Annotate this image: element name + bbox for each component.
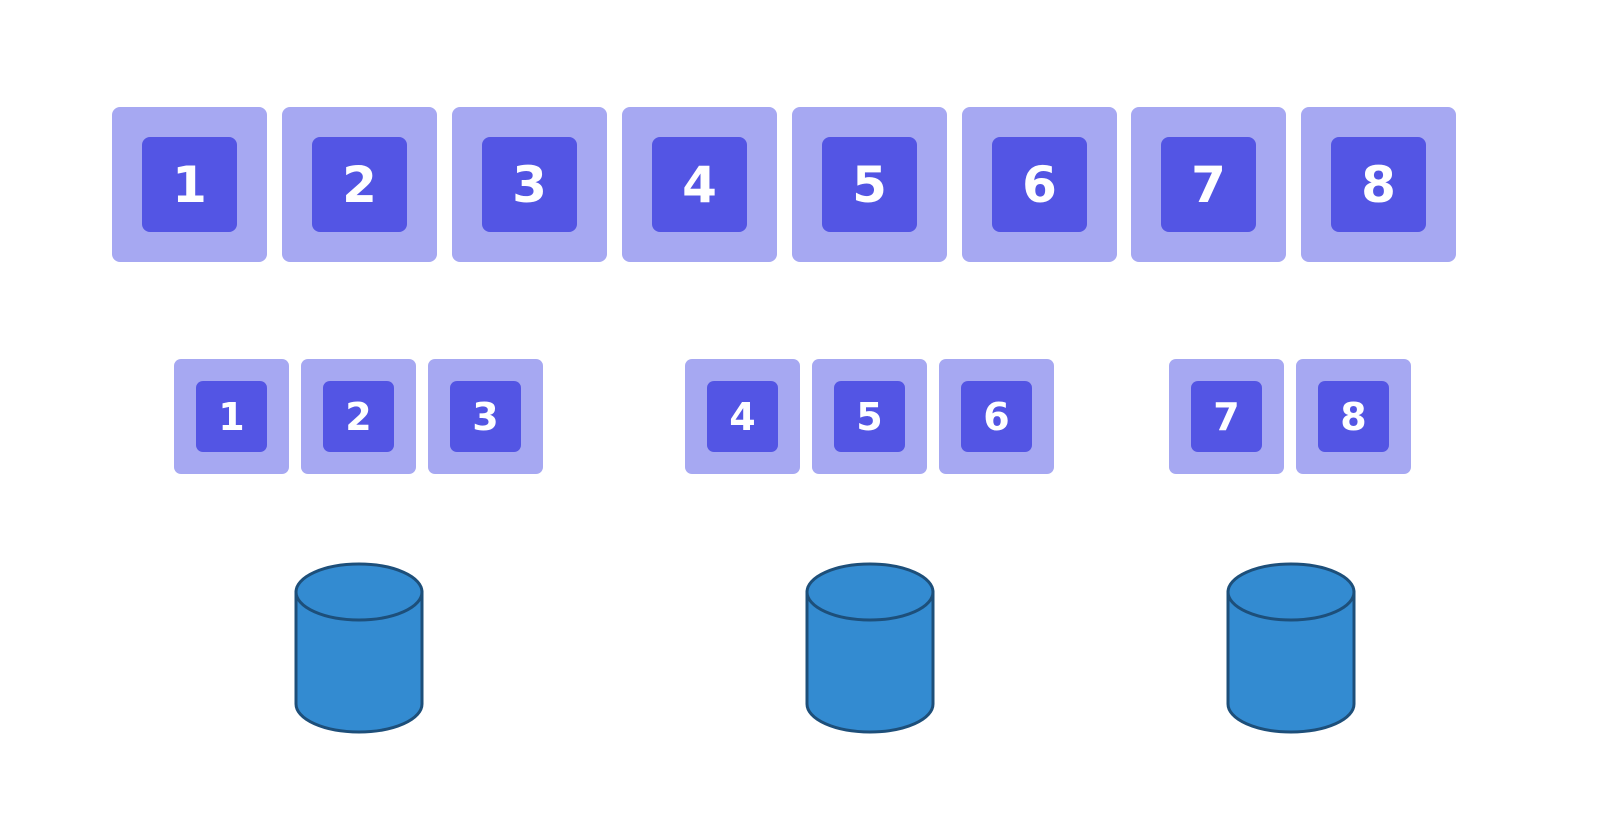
top-tile-8: 8 bbox=[1301, 107, 1456, 262]
top-tile-label: 6 bbox=[992, 137, 1087, 232]
database-icon bbox=[1226, 562, 1356, 734]
database-icon bbox=[805, 562, 935, 734]
partition-3-tile-1: 7 bbox=[1169, 359, 1284, 474]
partition-1-tile-3: 3 bbox=[428, 359, 543, 474]
partition-tile-label: 2 bbox=[323, 381, 394, 452]
partition-tile-label: 4 bbox=[707, 381, 778, 452]
partition-1-tile-1: 1 bbox=[174, 359, 289, 474]
database-icon bbox=[294, 562, 424, 734]
partition-tile-label: 5 bbox=[834, 381, 905, 452]
top-tile-7: 7 bbox=[1131, 107, 1286, 262]
partition-1-tile-2: 2 bbox=[301, 359, 416, 474]
top-tile-label: 5 bbox=[822, 137, 917, 232]
top-tile-label: 4 bbox=[652, 137, 747, 232]
partition-2-tile-1: 4 bbox=[685, 359, 800, 474]
partition-tile-label: 8 bbox=[1318, 381, 1389, 452]
top-tile-label: 3 bbox=[482, 137, 577, 232]
partition-tile-label: 6 bbox=[961, 381, 1032, 452]
top-tile-2: 2 bbox=[282, 107, 437, 262]
top-tile-4: 4 bbox=[622, 107, 777, 262]
partition-tile-label: 3 bbox=[450, 381, 521, 452]
top-tile-3: 3 bbox=[452, 107, 607, 262]
partition-2-tile-2: 5 bbox=[812, 359, 927, 474]
top-tile-label: 8 bbox=[1331, 137, 1426, 232]
partition-tile-label: 1 bbox=[196, 381, 267, 452]
partition-tile-label: 7 bbox=[1191, 381, 1262, 452]
partition-2-tile-3: 6 bbox=[939, 359, 1054, 474]
partition-3-tile-2: 8 bbox=[1296, 359, 1411, 474]
top-tile-1: 1 bbox=[112, 107, 267, 262]
top-tile-6: 6 bbox=[962, 107, 1117, 262]
top-tile-5: 5 bbox=[792, 107, 947, 262]
top-tile-label: 2 bbox=[312, 137, 407, 232]
top-tile-label: 1 bbox=[142, 137, 237, 232]
top-tile-label: 7 bbox=[1161, 137, 1256, 232]
